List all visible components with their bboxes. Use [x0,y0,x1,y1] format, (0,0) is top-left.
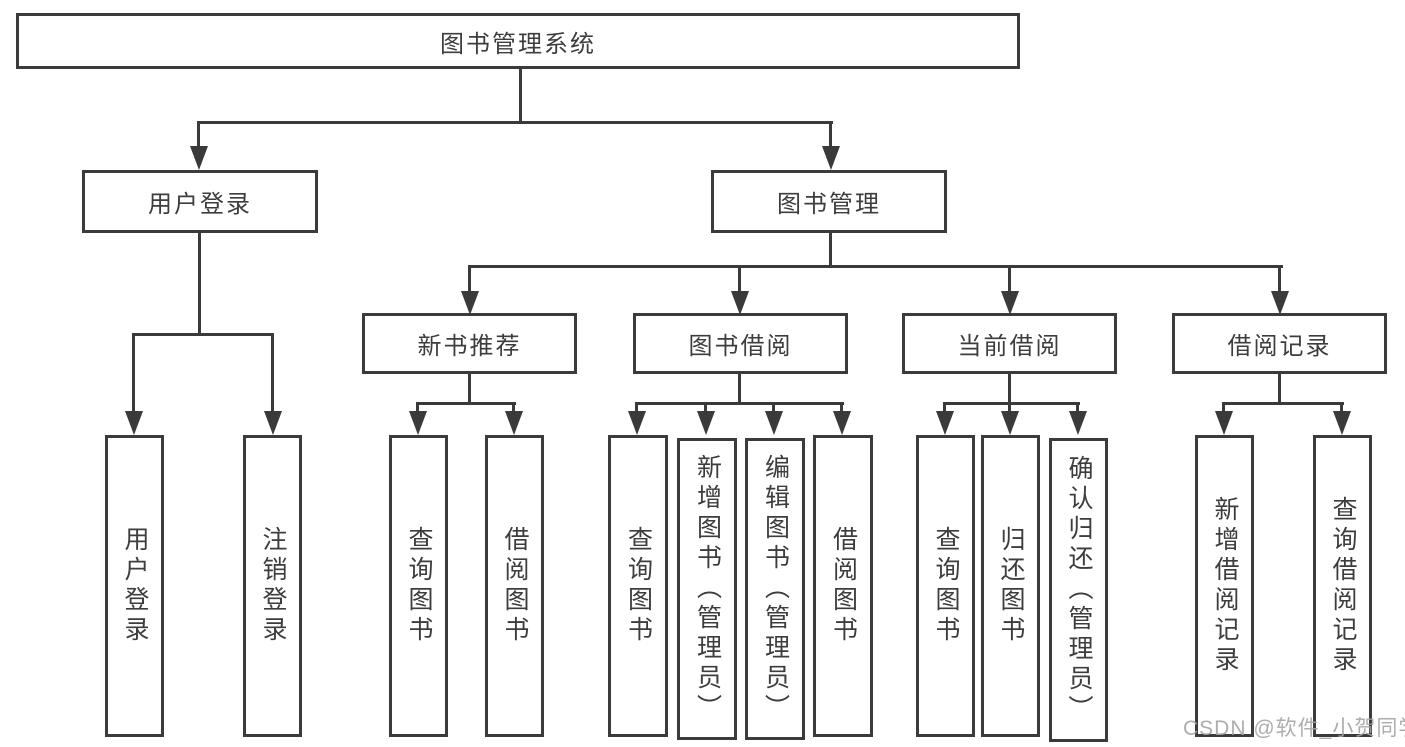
leaf-confirm-return-admin: 确认归还（管理员） [1049,438,1108,742]
connector-line [943,402,1080,405]
connector-line [132,333,274,336]
arrow-down-icon [409,411,427,435]
connector-line [198,233,201,335]
node-label: 查询借阅记录 [1329,496,1357,676]
leaf-borrow-books-recommend: 借阅图书 [485,435,544,737]
leaf-query-books-current: 查询图书 [916,435,975,737]
leaf-return-books: 归还图书 [981,435,1040,737]
connector-line [1222,402,1344,405]
node-label: 图书管理系统 [440,30,596,58]
leaf-add-borrow-record: 新增借阅记录 [1195,435,1254,737]
node-label: 图书借阅 [688,333,793,360]
connector-line [132,333,135,413]
node-book-borrowing: 图书借阅 [633,313,848,374]
connector-line [468,374,471,405]
arrow-down-icon [505,411,523,435]
node-label: 注销登录 [259,526,287,646]
leaf-query-books-borrowing: 查询图书 [608,435,668,737]
connector-line [738,374,741,405]
node-label: 新增图书（管理员） [693,454,722,724]
node-new-book-recommendation: 新书推荐 [362,313,577,374]
leaf-logout: 注销登录 [243,435,302,737]
node-label: 编辑图书（管理员） [761,454,790,724]
node-label: 新增借阅记录 [1211,496,1239,676]
arrow-down-icon [461,291,479,315]
node-label: 当前借阅 [957,333,1062,360]
connector-line [197,121,200,150]
node-label: 借阅记录 [1227,333,1332,360]
connector-line [840,402,843,414]
connector-line [1008,374,1011,405]
connector-line [1278,374,1281,405]
arrow-down-icon [1001,411,1019,435]
node-label: 图书管理 [777,191,881,218]
arrow-down-icon [1215,411,1233,435]
leaf-query-borrow-record: 查询借阅记录 [1313,435,1372,737]
connector-line [1278,265,1281,293]
connector-line [512,402,515,414]
arrow-down-icon [936,411,954,435]
arrow-down-icon [1001,291,1019,315]
arrow-down-icon [628,411,646,435]
connector-line [271,333,274,413]
leaf-query-books-recommend: 查询图书 [389,435,448,737]
node-book-management: 图书管理 [711,170,947,233]
connector-line [416,402,419,414]
csdn-watermark: CSDN @软件_小贺同学 [1183,717,1405,740]
node-label: 借阅图书 [501,526,529,646]
arrow-down-icon [697,411,715,435]
arrow-down-icon [190,146,208,170]
arrow-down-icon [731,291,749,315]
node-label: 用户登录 [121,526,149,646]
connector-line [1008,265,1011,293]
connector-line [1340,402,1343,414]
connector-line [468,265,471,293]
node-borrowing-records: 借阅记录 [1172,313,1387,374]
connector-line [468,265,1283,268]
arrow-down-icon [125,411,143,435]
connector-line [829,121,832,150]
connector-line [772,402,775,414]
connector-line [197,121,833,124]
leaf-borrow-books-borrowing: 借阅图书 [813,435,873,737]
node-current-borrowing: 当前借阅 [902,313,1117,374]
arrow-down-icon [1333,411,1351,435]
arrow-down-icon [833,411,851,435]
node-label: 查询图书 [932,526,960,646]
node-label: 归还图书 [997,526,1025,646]
leaf-add-books-admin: 新增图书（管理员） [677,438,737,740]
node-user-login: 用户登录 [82,170,318,233]
leaf-user-login: 用户登录 [105,435,164,737]
connector-line [416,402,516,405]
connector-line [943,402,946,414]
node-label: 用户登录 [148,191,252,218]
arrow-down-icon [1069,411,1087,435]
arrow-down-icon [822,146,840,170]
connector-line [829,233,832,268]
connector-line [1076,402,1079,414]
node-label: 借阅图书 [829,526,858,646]
node-label: 新书推荐 [417,333,522,360]
connector-line [738,265,741,293]
connector-line [635,402,638,414]
node-library-management-system: 图书管理系统 [16,13,1020,69]
node-label: 查询图书 [405,526,433,646]
connector-line [1008,402,1011,414]
connector-line [519,69,522,123]
arrow-down-icon [765,411,783,435]
connector-line [1222,402,1225,414]
arrow-down-icon [1271,291,1289,315]
node-label: 查询图书 [624,526,653,646]
connector-line [635,402,844,405]
arrow-down-icon [264,411,282,435]
connector-line [704,402,707,414]
leaf-edit-books-admin: 编辑图书（管理员） [745,438,805,740]
node-label: 确认归还（管理员） [1065,455,1093,725]
